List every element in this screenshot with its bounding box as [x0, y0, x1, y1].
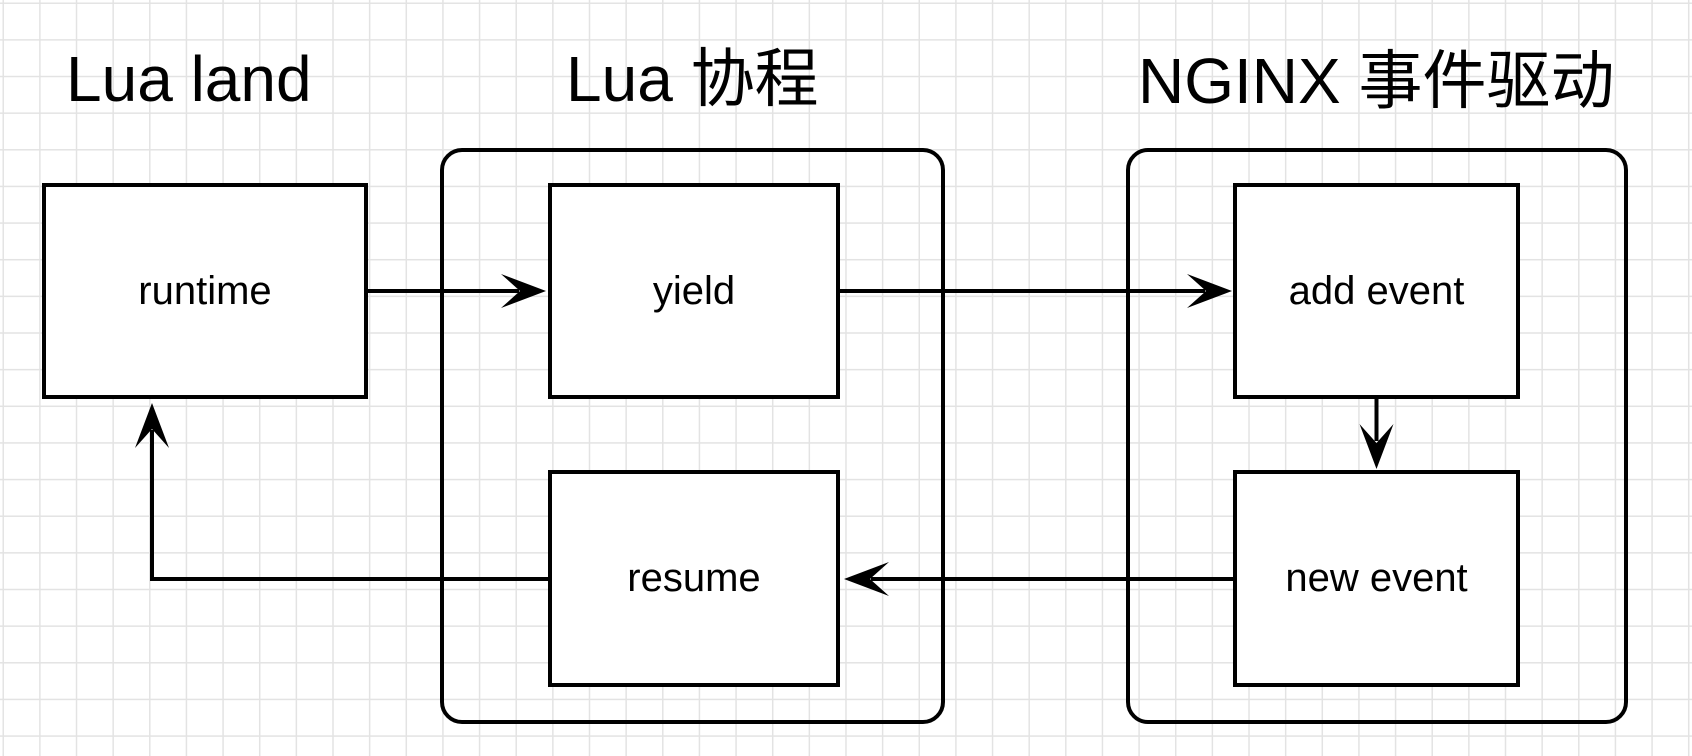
node-runtime: runtime — [42, 183, 368, 399]
node-yield-label: yield — [652, 268, 736, 313]
node-new-event-label: new event — [1285, 556, 1468, 600]
edge-runtime-to-yield — [368, 274, 546, 308]
edge-add-event-to-new-event — [1359, 399, 1394, 469]
edge-new-event-to-resume — [844, 562, 1233, 596]
arrowhead-left-icon — [844, 562, 889, 596]
group-lua-coroutine — [440, 148, 945, 724]
arrowhead-up-icon — [135, 403, 169, 448]
node-yield: yield — [548, 183, 840, 399]
node-add-event: add event — [1233, 183, 1520, 399]
node-resume-label: resume — [627, 556, 761, 600]
group-nginx-event-driven — [1126, 148, 1628, 724]
title-nginx-event-driven: NGINX 事件驱动 — [1138, 45, 1615, 117]
title-lua-land: Lua land — [66, 43, 312, 115]
arrowhead-down-icon — [1359, 424, 1394, 469]
arrowhead-right-icon — [501, 274, 546, 308]
edge-resume-to-runtime — [135, 403, 548, 581]
title-lua-coroutine: Lua 协程 — [566, 43, 819, 115]
node-add-event-label: add event — [1288, 268, 1465, 313]
arrowhead-right-icon — [1187, 274, 1232, 308]
node-runtime-label: runtime — [138, 268, 272, 313]
node-new-event: new event — [1233, 470, 1520, 687]
node-resume: resume — [548, 470, 840, 687]
edge-yield-to-add-event — [840, 274, 1232, 308]
